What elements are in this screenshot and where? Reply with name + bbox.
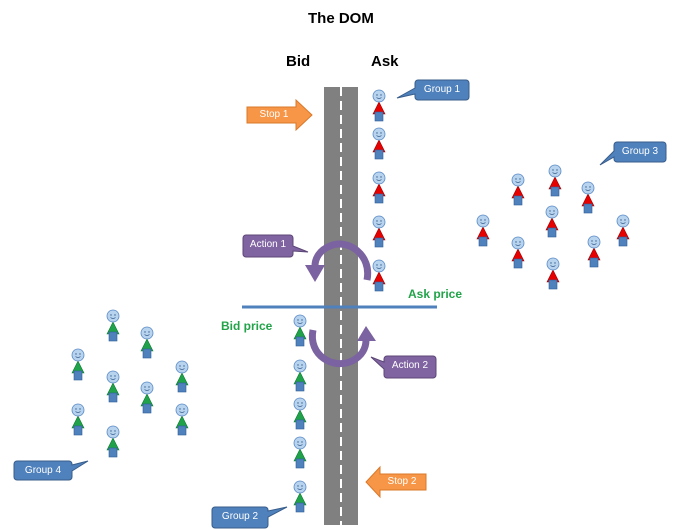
- group3-label: Group 3: [621, 146, 659, 157]
- person-icon: [477, 215, 489, 246]
- action2-callout: [370, 355, 437, 379]
- person-icon: [588, 236, 600, 267]
- person-icon: [107, 371, 119, 402]
- person-icon: [373, 90, 385, 121]
- group4-label: Group 4: [24, 465, 62, 476]
- person-icon: [141, 327, 153, 358]
- person-icon: [512, 237, 524, 268]
- bid-side-label: Bid: [286, 53, 311, 70]
- stop2-arrow-icon: [365, 465, 427, 499]
- group3-callout: [599, 141, 667, 166]
- action2-curved-arrow-icon: [308, 326, 376, 368]
- bid-queue: [294, 315, 306, 512]
- group4-callout: [13, 460, 89, 481]
- person-icon: [107, 310, 119, 341]
- person-icon: [373, 172, 385, 203]
- action2-label: Action 2: [391, 360, 429, 371]
- group1-label: Group 1: [423, 84, 461, 95]
- stop2-label: Stop 2: [387, 476, 417, 487]
- person-icon: [72, 404, 84, 435]
- person-icon: [176, 361, 188, 392]
- person-icon: [72, 349, 84, 380]
- person-icon: [546, 206, 558, 237]
- person-icon: [547, 258, 559, 289]
- stop1-label: Stop 1: [259, 109, 289, 120]
- ask-queue: [373, 90, 385, 291]
- person-icon: [294, 437, 306, 468]
- person-icon: [107, 426, 119, 457]
- person-icon: [294, 315, 306, 346]
- bid-price-label: Bid price: [221, 319, 273, 333]
- person-icon: [294, 481, 306, 512]
- group1-callout: [396, 79, 470, 101]
- group2-label: Group 2: [221, 511, 259, 522]
- person-icon: [373, 260, 385, 291]
- person-icon: [373, 216, 385, 247]
- group2-callout: [211, 506, 288, 529]
- person-icon: [294, 398, 306, 429]
- person-icon: [582, 182, 594, 213]
- group3-crowd: [477, 165, 629, 289]
- person-icon: [549, 165, 561, 196]
- person-icon: [176, 404, 188, 435]
- diagram-title: The DOM: [308, 10, 374, 27]
- action1-curved-arrow-icon: [305, 240, 372, 282]
- ask-side-label: Ask: [371, 53, 399, 70]
- person-icon: [617, 215, 629, 246]
- person-icon: [512, 174, 524, 205]
- action1-callout: [242, 234, 309, 258]
- stop1-arrow-icon: [246, 98, 313, 132]
- group4-crowd: [72, 310, 188, 457]
- person-icon: [294, 360, 306, 391]
- action1-label: Action 1: [249, 239, 287, 250]
- person-icon: [373, 128, 385, 159]
- person-icon: [141, 382, 153, 413]
- ask-price-label: Ask price: [408, 287, 463, 301]
